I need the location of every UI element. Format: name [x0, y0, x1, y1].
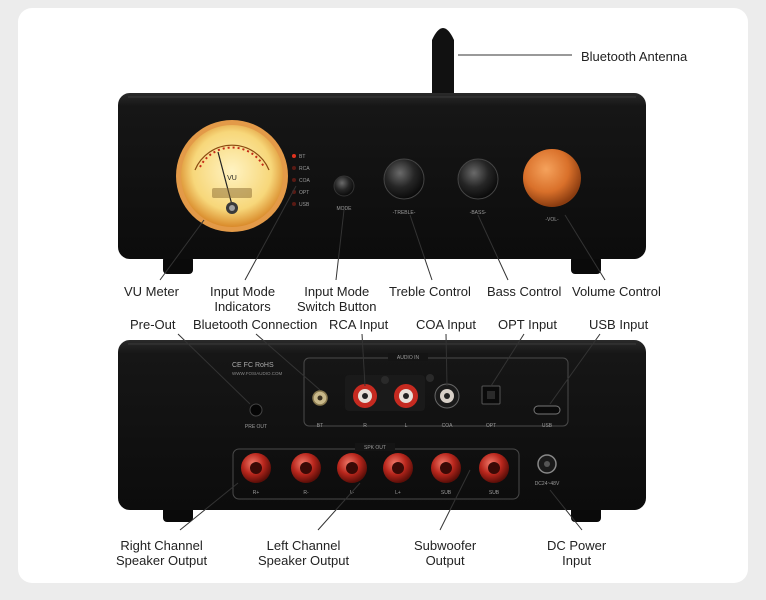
speaker-terminals: R+ R- L- L+ SUB SUB [241, 453, 509, 496]
label-subwoofer: Subwoofer Output [414, 538, 476, 568]
label-input-mode-switch: Input Mode Switch Button [297, 284, 377, 314]
speaker-terminal-label: SUB [441, 490, 452, 496]
indicator-led [292, 202, 296, 206]
label-input-mode-switch-line2: Switch Button [297, 299, 377, 314]
label-opt-input: OPT Input [498, 317, 558, 332]
label-left-channel-line1: Left Channel [266, 538, 341, 553]
binding-post-center [392, 462, 404, 474]
coa-text: COA [442, 423, 454, 429]
indicator-label: OPT [299, 190, 309, 196]
rca-l-text: L [405, 423, 408, 429]
dc-rating-text: DC24~48V [535, 481, 560, 487]
indicator-led [292, 178, 296, 182]
pre-out-text: PRE OUT [245, 424, 267, 430]
spk-out-text: SPK OUT [364, 445, 386, 451]
input-mode-indicators: BT RCA COA OPT USB [292, 154, 311, 208]
label-usb-input: USB Input [589, 317, 649, 332]
label-input-mode-indicators-line2: Indicators [214, 299, 271, 314]
label-right-channel-line1: Right Channel [120, 538, 203, 553]
rear-unit: CE FC RoHS WWW.FOSIAUDIO.COM PRE OUT AUD… [118, 340, 646, 522]
binding-post-center [488, 462, 500, 474]
bluetooth-antenna [432, 28, 454, 94]
opt-text: OPT [486, 423, 496, 429]
audio-in-panel [303, 357, 569, 427]
speaker-terminal-label: R+ [253, 490, 260, 496]
rca-r-text: R [363, 423, 367, 429]
rear-chassis [118, 340, 646, 510]
label-bluetooth-connection: Bluetooth Connection [193, 317, 318, 332]
label-input-mode-indicators: Input Mode Indicators [210, 284, 275, 314]
label-right-channel: Right Channel Speaker Output [116, 538, 207, 568]
treble-knob[interactable] [383, 158, 425, 200]
label-volume-control: Volume Control [572, 284, 661, 299]
label-bass-control: Bass Control [487, 284, 562, 299]
binding-post-center [346, 462, 358, 474]
label-coa-input: COA Input [416, 317, 476, 332]
bt-text: BT [317, 423, 323, 429]
label-subwoofer-line2: Output [425, 553, 465, 568]
volume-knob[interactable] [523, 149, 581, 207]
vu-text: VU [227, 175, 237, 182]
label-rca-input: RCA Input [329, 317, 389, 332]
input-mode-switch-button[interactable] [333, 175, 355, 197]
indicator-led [292, 166, 296, 170]
treble-text: -TREBLE- [393, 210, 416, 216]
label-vu-meter: VU Meter [124, 284, 179, 299]
usb-port[interactable] [533, 405, 561, 415]
binding-post-center [440, 462, 452, 474]
label-left-channel: Left Channel Speaker Output [258, 538, 349, 568]
audio-in-text: AUDIO IN [397, 355, 420, 361]
pre-out-jack[interactable] [249, 403, 263, 417]
bass-text: -BASS- [470, 210, 487, 216]
label-input-mode-switch-line1: Input Mode [304, 284, 370, 299]
indicator-label: BT [299, 154, 305, 160]
speaker-terminal-label: SUB [489, 490, 500, 496]
indicator-label: COA [299, 178, 311, 184]
usb-text: USB [542, 423, 553, 429]
label-treble-control: Treble Control [389, 284, 471, 299]
label-dc-power: DC Power Input [547, 538, 606, 568]
speaker-terminal-label: L- [350, 490, 355, 496]
front-foot-left [163, 256, 193, 274]
cert-marks: CE FC RoHS [232, 362, 274, 369]
indicator-led [292, 154, 296, 158]
speaker-terminal-label: L+ [395, 490, 401, 496]
label-input-mode-indicators-line1: Input Mode [210, 284, 276, 299]
vu-meter: VU [176, 120, 288, 232]
label-right-channel-line2: Speaker Output [116, 553, 208, 568]
label-dc-power-line1: DC Power [547, 538, 607, 553]
indicator-label: USB [299, 202, 310, 208]
rear-leader-lines [177, 333, 601, 531]
indicator-label: RCA [299, 166, 310, 172]
speaker-terminal-label: R- [303, 490, 309, 496]
binding-post-center [300, 462, 312, 474]
label-left-channel-line2: Speaker Output [258, 553, 350, 568]
mode-text: MODE [337, 206, 353, 212]
binding-post-center [250, 462, 262, 474]
bass-knob[interactable] [457, 158, 499, 200]
label-subwoofer-line1: Subwoofer [414, 538, 477, 553]
label-bluetooth-antenna: Bluetooth Antenna [581, 49, 688, 64]
label-pre-out: Pre-Out [130, 317, 176, 332]
front-leader-lines [159, 54, 606, 281]
website-text: WWW.FOSIAUDIO.COM [232, 371, 282, 376]
label-dc-power-line2: Input [562, 553, 592, 568]
front-unit: VU BT RCA COA OPT USB MODE -TREBLE- -BASS- -… [118, 28, 646, 274]
vol-text: -VOL- [545, 217, 559, 223]
